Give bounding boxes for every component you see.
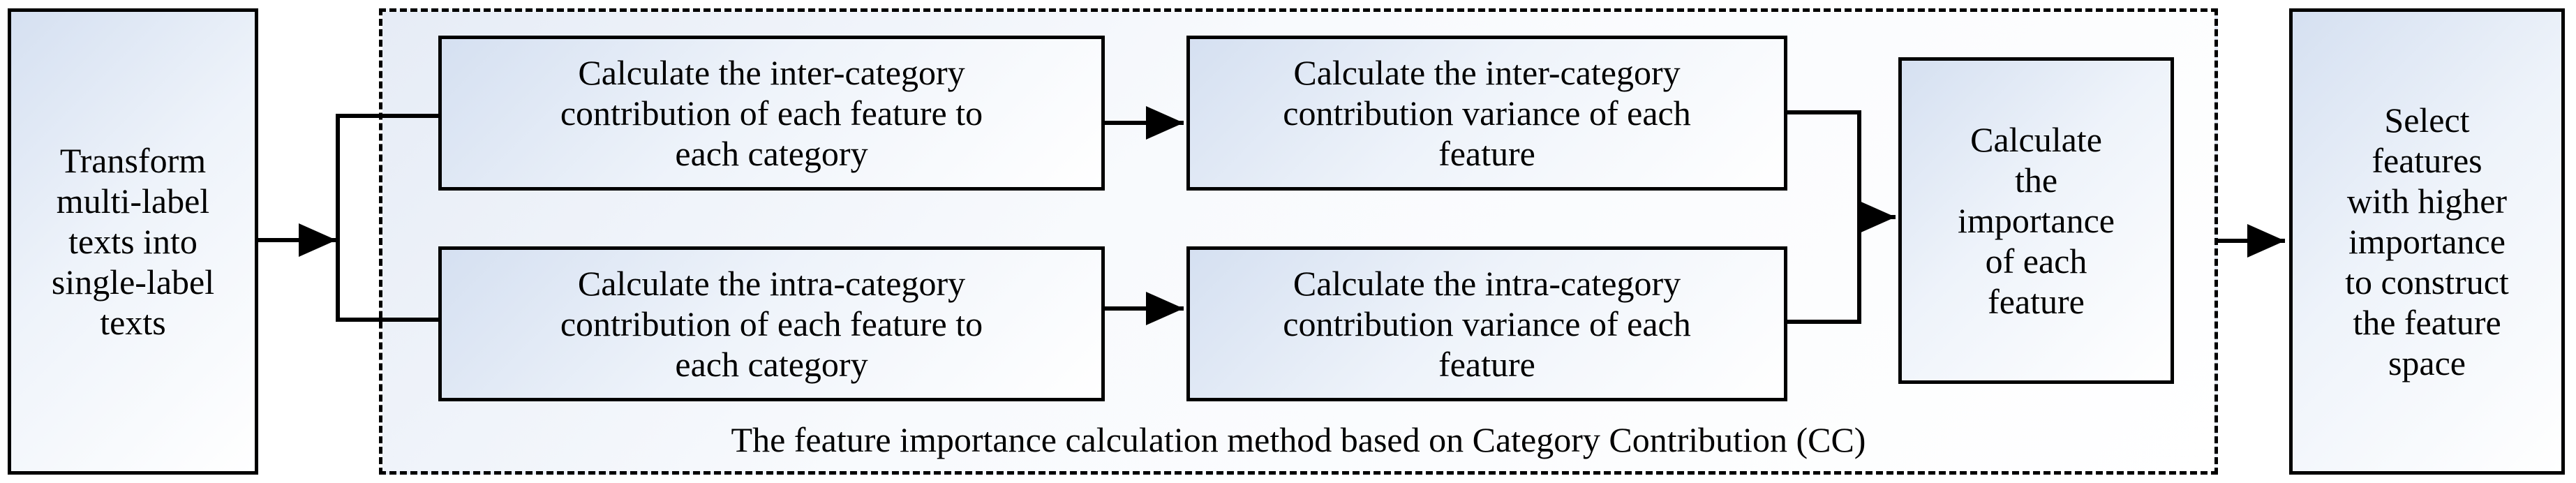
intra-variance-box: Calculate the intra-category contributio… xyxy=(1186,246,1787,401)
inter-contribution-box: Calculate the inter-category contributio… xyxy=(438,36,1105,191)
importance-box: Calculate the importance of each feature xyxy=(1898,57,2174,384)
intra-variance-label: Calculate the intra-category contributio… xyxy=(1283,264,1691,384)
transform-texts-label: Transform multi-label texts into single-… xyxy=(51,141,215,342)
intra-contribution-box: Calculate the intra-category contributio… xyxy=(438,246,1105,401)
inter-variance-box: Calculate the inter-category contributio… xyxy=(1186,36,1787,191)
select-features-label: Select features with higher importance t… xyxy=(2345,101,2509,382)
method-group-label: The feature importance calculation metho… xyxy=(731,420,1866,459)
transform-texts-box: Transform multi-label texts into single-… xyxy=(8,8,258,475)
inter-variance-label: Calculate the inter-category contributio… xyxy=(1283,53,1691,173)
importance-label: Calculate the importance of each feature xyxy=(1958,120,2115,321)
intra-contribution-label: Calculate the intra-category contributio… xyxy=(560,264,983,384)
select-features-box: Select features with higher importance t… xyxy=(2289,8,2565,475)
inter-contribution-label: Calculate the inter-category contributio… xyxy=(560,53,983,173)
